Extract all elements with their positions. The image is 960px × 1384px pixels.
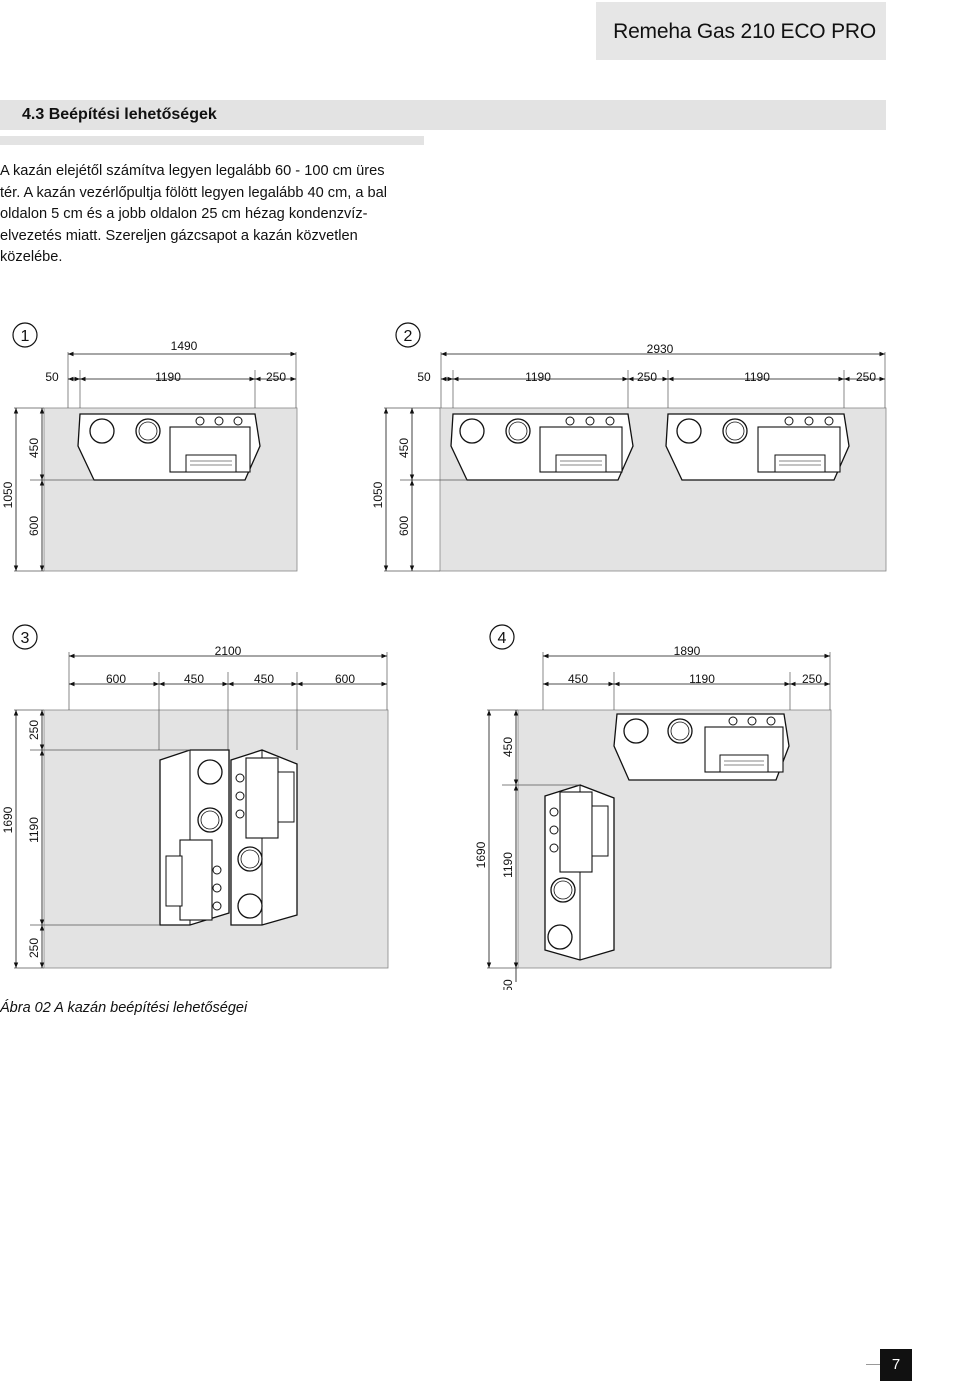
section-title: 4.3 Beépítési lehetőségek <box>22 106 217 123</box>
dimension-label: 450 <box>27 438 41 458</box>
dimension-label: 50 <box>501 979 515 990</box>
panel-number: 1 <box>21 328 30 345</box>
dimension-label: 450 <box>184 672 204 686</box>
subsection-bar <box>0 136 424 145</box>
dimension-label: 1190 <box>744 370 770 384</box>
dimension-label: 450 <box>254 672 274 686</box>
dimension-label: 600 <box>335 672 355 686</box>
dimension-label: 250 <box>856 370 876 384</box>
panel-1: 1 1490 50 1190 250 1050 45 <box>1 322 298 572</box>
page-number: 7 <box>880 1349 912 1381</box>
dimension-label: 1190 <box>27 817 41 843</box>
document-title: Remeha Gas 210 ECO PRO <box>613 20 876 43</box>
dimension-label: 600 <box>27 516 41 536</box>
panel-3: 3 2100 600 450 450 600 <box>1 624 389 969</box>
figure-caption: Ábra 02 A kazán beépítési lehetőségei <box>0 1000 248 1016</box>
dimension-label: 1690 <box>474 841 488 868</box>
body-line: közelébe. <box>0 249 63 265</box>
dimension-label: 250 <box>637 370 657 384</box>
header-box: Remeha Gas 210 ECO PRO <box>596 2 886 60</box>
dimension-label: 2930 <box>647 342 674 356</box>
dimension-label: 50 <box>45 370 59 384</box>
dimension-label: 1190 <box>501 852 515 878</box>
dimension-label: 450 <box>501 737 515 757</box>
dimension-label: 250 <box>27 938 41 958</box>
dimension-label: 250 <box>802 672 822 686</box>
body-line: elvezetés miatt. Szereljen gázcsapot a k… <box>0 227 358 244</box>
dimension-label: 1490 <box>171 339 198 353</box>
section-heading-bar: 4.3 Beépítési lehetőségek <box>0 100 886 130</box>
installation-figure: 1 1490 50 1190 250 1050 45 <box>1 322 887 990</box>
dimension-label: 1690 <box>1 806 15 833</box>
dimension-label: 1190 <box>525 370 551 384</box>
body-paragraph: A kazán elejétől számítva legyen legaláb… <box>0 161 422 269</box>
body-line: oldalon 5 cm és a jobb oldalon 25 cm héz… <box>0 206 368 222</box>
dimension-label: 250 <box>266 370 286 384</box>
dimension-label: 1190 <box>155 370 181 384</box>
dimension-label: 600 <box>106 672 126 686</box>
panel-number: 2 <box>404 328 413 345</box>
dimension-label: 1050 <box>371 481 385 508</box>
panel-4: 4 1890 450 1190 250 <box>474 624 832 990</box>
body-line: A kazán elejétől számítva legyen legaláb… <box>0 163 385 179</box>
panel-number: 3 <box>21 630 30 647</box>
dimension-label: 250 <box>27 720 41 740</box>
dimension-label: 1890 <box>674 644 701 658</box>
dimension-label: 2100 <box>215 644 242 658</box>
panel-2: 2 2930 50 1190 250 1190 250 <box>371 322 887 572</box>
dimension-label: 450 <box>397 438 411 458</box>
page-number-rule <box>866 1364 880 1365</box>
panel-number: 4 <box>498 630 507 647</box>
dimension-label: 1050 <box>1 481 15 508</box>
dimension-label: 1190 <box>689 672 715 686</box>
dimension-label: 450 <box>568 672 588 686</box>
body-line: tér. A kazán vezérlőpultja fölött legyen… <box>0 184 387 201</box>
dimension-label: 50 <box>417 370 431 384</box>
dimension-label: 600 <box>397 516 411 536</box>
